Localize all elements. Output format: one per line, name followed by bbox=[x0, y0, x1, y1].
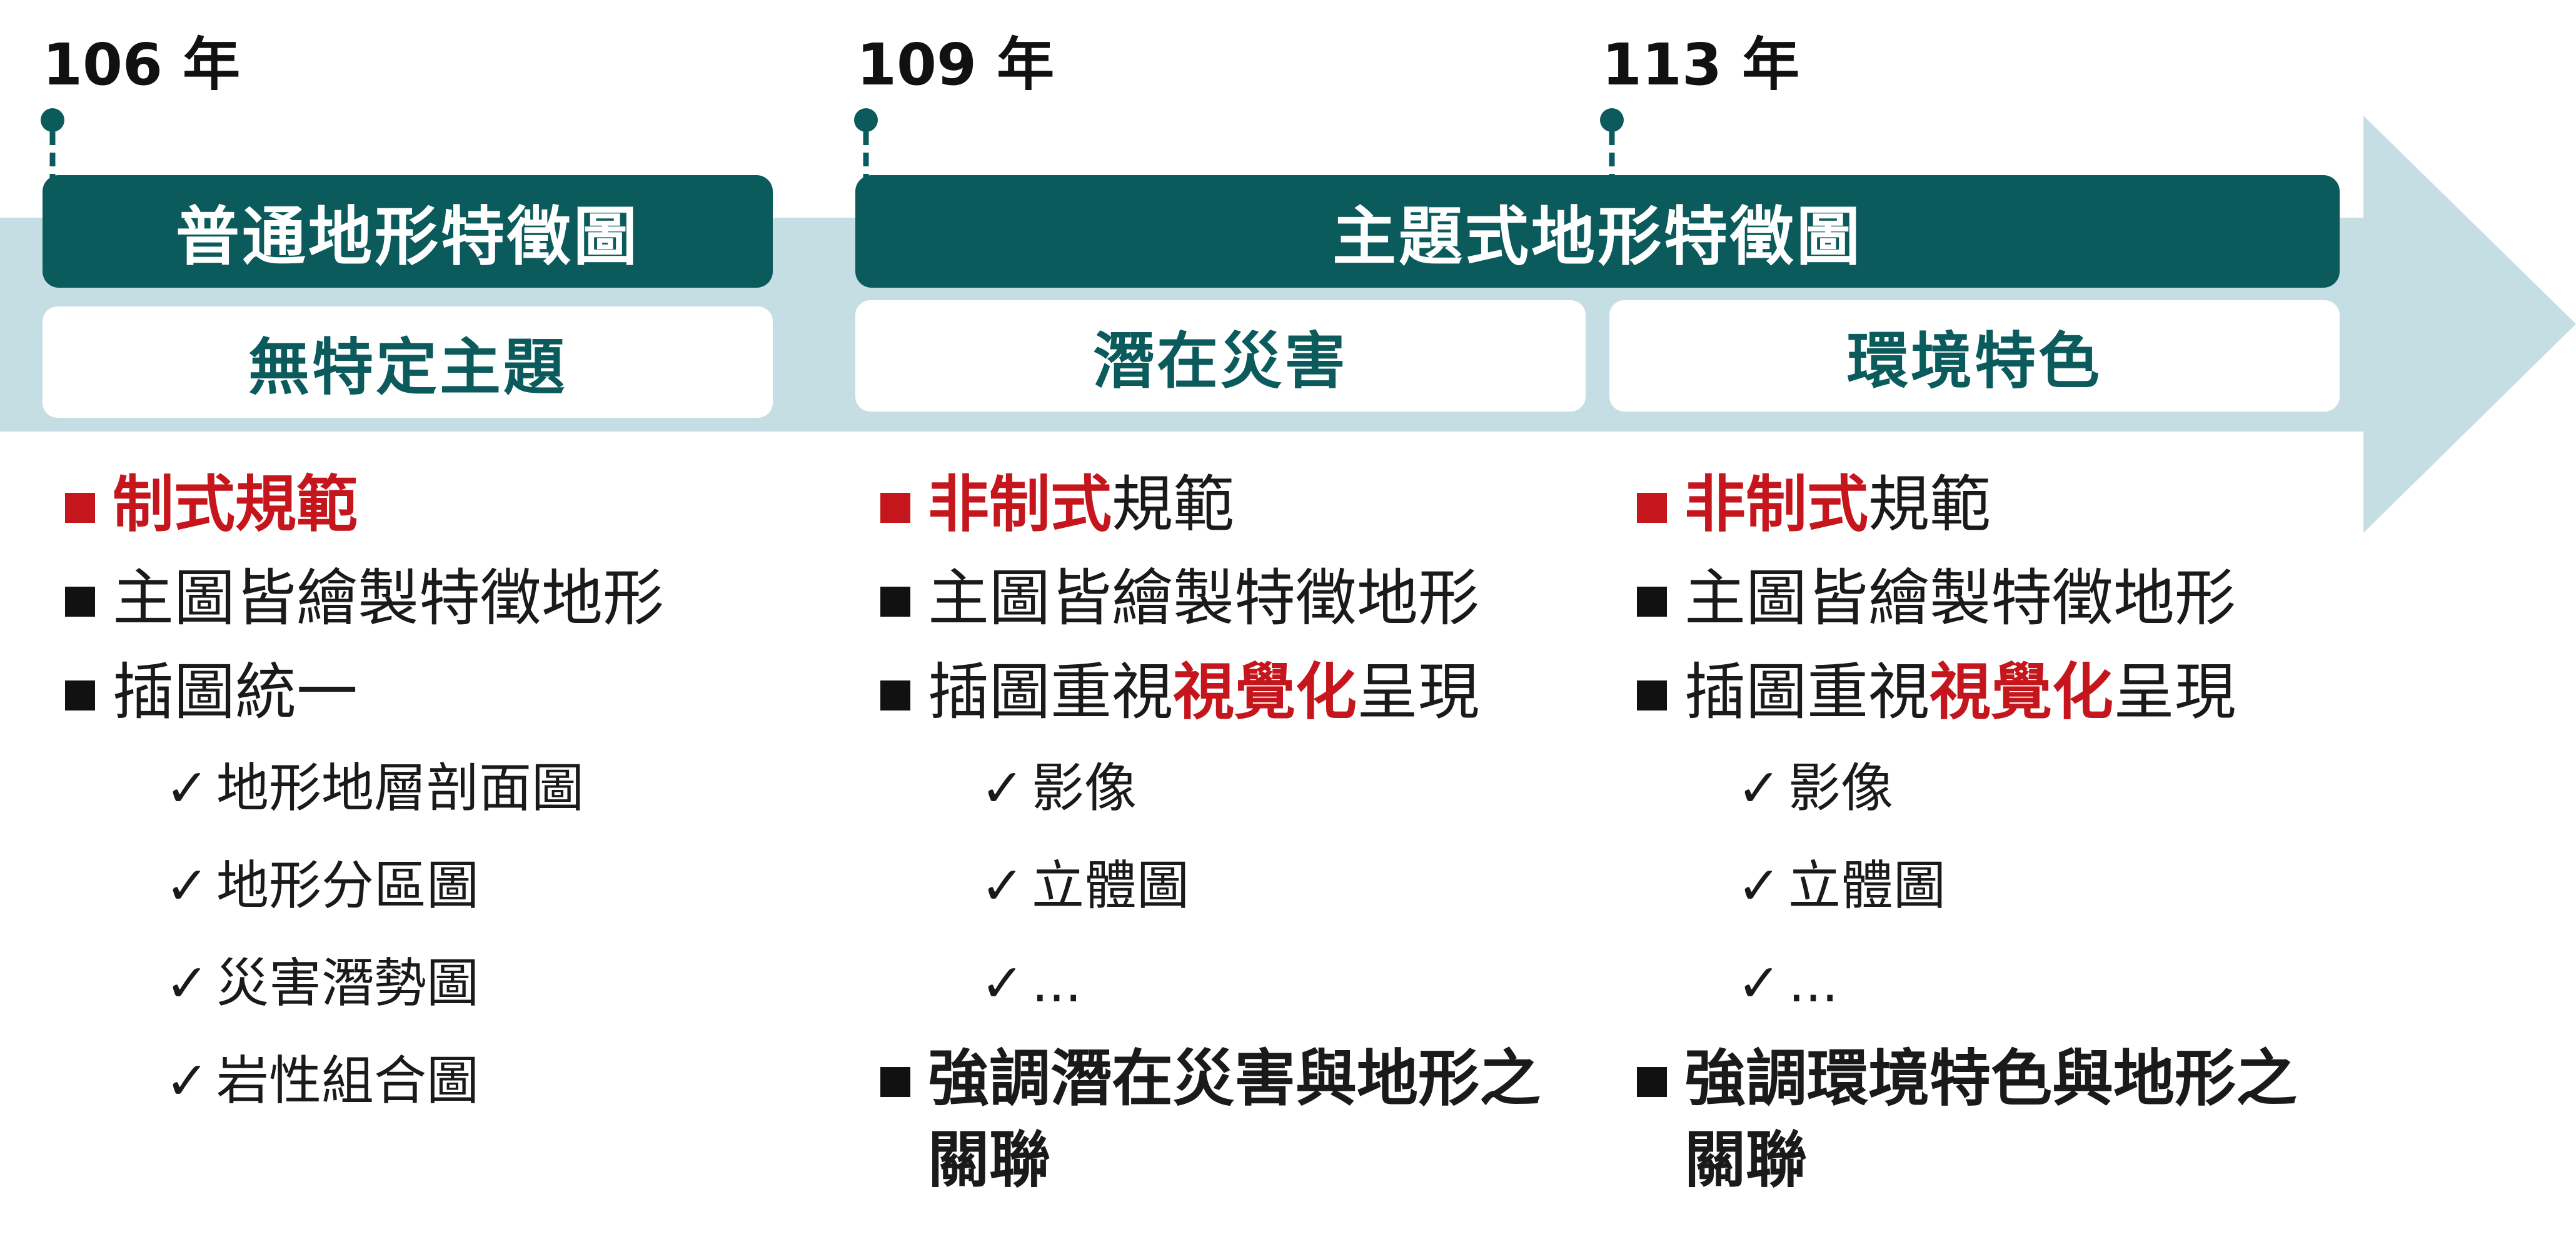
check-text: ... bbox=[1788, 953, 1839, 1014]
check-item: ✓ 地形分區圖 bbox=[165, 837, 664, 934]
bullet-text-highlight: 非制式 bbox=[928, 469, 1112, 540]
bullet-item: 非制式規範 bbox=[1632, 458, 2338, 552]
check-mark-icon: ✓ bbox=[165, 757, 209, 819]
subheader-environment: 環境特色 bbox=[1609, 300, 2340, 412]
check-item: ✓ 影像 bbox=[1737, 739, 2338, 837]
check-text: 影像 bbox=[1032, 757, 1137, 819]
check-item: ✓ ... bbox=[1737, 934, 2338, 1032]
bullet-text-highlight: 視覺化 bbox=[1929, 657, 2114, 728]
bullet-text: 制式規範 bbox=[113, 469, 358, 540]
check-mark-icon: ✓ bbox=[980, 953, 1025, 1014]
check-item: ✓ 地形地層剖面圖 bbox=[165, 739, 664, 837]
check-mark-icon: ✓ bbox=[980, 757, 1025, 819]
square-bullet-icon bbox=[880, 680, 910, 710]
check-item: ✓ 災害潛勢圖 bbox=[165, 934, 664, 1032]
bullet-item: 插圖統一 bbox=[60, 645, 664, 739]
bullet-text: 插圖重視 bbox=[928, 657, 1174, 728]
column-hazard: 非制式規範 主圖皆繪製特徵地形 插圖重視視覺化呈現 ✓ 影像 ✓ 立體圖 ✓ .… bbox=[875, 458, 1582, 1201]
square-bullet-icon bbox=[880, 493, 910, 523]
bullet-text: 主圖皆繪製特徵地形 bbox=[1684, 563, 2236, 634]
bullet-item: 非制式規範 bbox=[875, 458, 1582, 552]
header-general: 普通地形特徵圖 bbox=[43, 175, 773, 288]
check-text: 立體圖 bbox=[1788, 855, 1946, 916]
square-bullet-icon bbox=[65, 680, 95, 710]
bullet-text: 強調潛在災害與地形之關聯 bbox=[928, 1043, 1541, 1196]
timeline-pin-icon bbox=[854, 108, 878, 178]
bullet-text: 主圖皆繪製特徵地形 bbox=[113, 563, 665, 634]
check-item: ✓ 立體圖 bbox=[1737, 837, 2338, 934]
square-bullet-icon bbox=[1637, 1067, 1667, 1097]
check-text: ... bbox=[1032, 953, 1082, 1014]
bullet-item: 強調環境特色與地形之關聯 bbox=[1632, 1038, 2335, 1201]
bullet-text: 插圖統一 bbox=[113, 657, 358, 728]
square-bullet-icon bbox=[880, 587, 910, 617]
bullet-text: 呈現 bbox=[2113, 657, 2236, 728]
bullet-item: 主圖皆繪製特徵地形 bbox=[60, 552, 664, 645]
bullet-item: 強調潛在災害與地形之關聯 bbox=[875, 1038, 1578, 1201]
check-text: 岩性組合圖 bbox=[216, 1050, 480, 1111]
bullet-text: 強調環境特色與地形之關聯 bbox=[1684, 1043, 2298, 1196]
header-thematic: 主題式地形特徵圖 bbox=[855, 175, 2340, 288]
check-text: 地形分區圖 bbox=[216, 855, 480, 916]
square-bullet-icon bbox=[65, 493, 95, 523]
column-environment: 非制式規範 主圖皆繪製特徵地形 插圖重視視覺化呈現 ✓ 影像 ✓ 立體圖 ✓ .… bbox=[1632, 458, 2338, 1201]
check-mark-icon: ✓ bbox=[1737, 757, 1781, 819]
bullet-item: 主圖皆繪製特徵地形 bbox=[1632, 552, 2338, 645]
check-mark-icon: ✓ bbox=[1737, 855, 1781, 916]
bullet-text: 規範 bbox=[1112, 469, 1235, 540]
check-mark-icon: ✓ bbox=[980, 855, 1025, 916]
subheader-no-theme: 無特定主題 bbox=[43, 306, 773, 418]
square-bullet-icon bbox=[65, 587, 95, 617]
check-mark-icon: ✓ bbox=[165, 1050, 209, 1111]
year-label-106: 106 年 bbox=[43, 31, 241, 98]
timeline-pin-icon bbox=[41, 108, 64, 178]
square-bullet-icon bbox=[1637, 587, 1667, 617]
bullet-item: 主圖皆繪製特徵地形 bbox=[875, 552, 1582, 645]
bullet-item: 插圖重視視覺化呈現 bbox=[875, 645, 1582, 739]
check-text: 立體圖 bbox=[1032, 855, 1190, 916]
check-item: ✓ 立體圖 bbox=[980, 837, 1582, 934]
year-label-109: 109 年 bbox=[857, 31, 1055, 98]
year-label-113: 113 年 bbox=[1602, 31, 1800, 98]
bullet-text-highlight: 視覺化 bbox=[1173, 657, 1357, 728]
bullet-text: 呈現 bbox=[1357, 657, 1480, 728]
check-mark-icon: ✓ bbox=[165, 855, 209, 916]
check-mark-icon: ✓ bbox=[1737, 953, 1781, 1014]
bullet-item: 插圖重視視覺化呈現 bbox=[1632, 645, 2338, 739]
check-text: 地形地層剖面圖 bbox=[216, 757, 585, 819]
subheader-hazard: 潛在災害 bbox=[855, 300, 1586, 412]
square-bullet-icon bbox=[1637, 493, 1667, 523]
check-item: ✓ 影像 bbox=[980, 739, 1582, 837]
column-general: 制式規範 主圖皆繪製特徵地形 插圖統一 ✓ 地形地層剖面圖 ✓ 地形分區圖 ✓ … bbox=[60, 458, 664, 1130]
bullet-text: 主圖皆繪製特徵地形 bbox=[928, 563, 1480, 634]
square-bullet-icon bbox=[1637, 680, 1667, 710]
check-text: 災害潛勢圖 bbox=[216, 953, 480, 1014]
bullet-text: 插圖重視 bbox=[1684, 657, 1930, 728]
bullet-text-highlight: 非制式 bbox=[1684, 469, 1869, 540]
timeline-pin-icon bbox=[1600, 108, 1624, 178]
check-item: ✓ 岩性組合圖 bbox=[165, 1032, 664, 1130]
check-item: ✓ ... bbox=[980, 934, 1582, 1032]
bullet-item: 制式規範 bbox=[60, 458, 664, 552]
square-bullet-icon bbox=[880, 1067, 910, 1097]
bullet-text: 規範 bbox=[1868, 469, 1991, 540]
check-text: 影像 bbox=[1788, 757, 1894, 819]
check-mark-icon: ✓ bbox=[165, 953, 209, 1014]
